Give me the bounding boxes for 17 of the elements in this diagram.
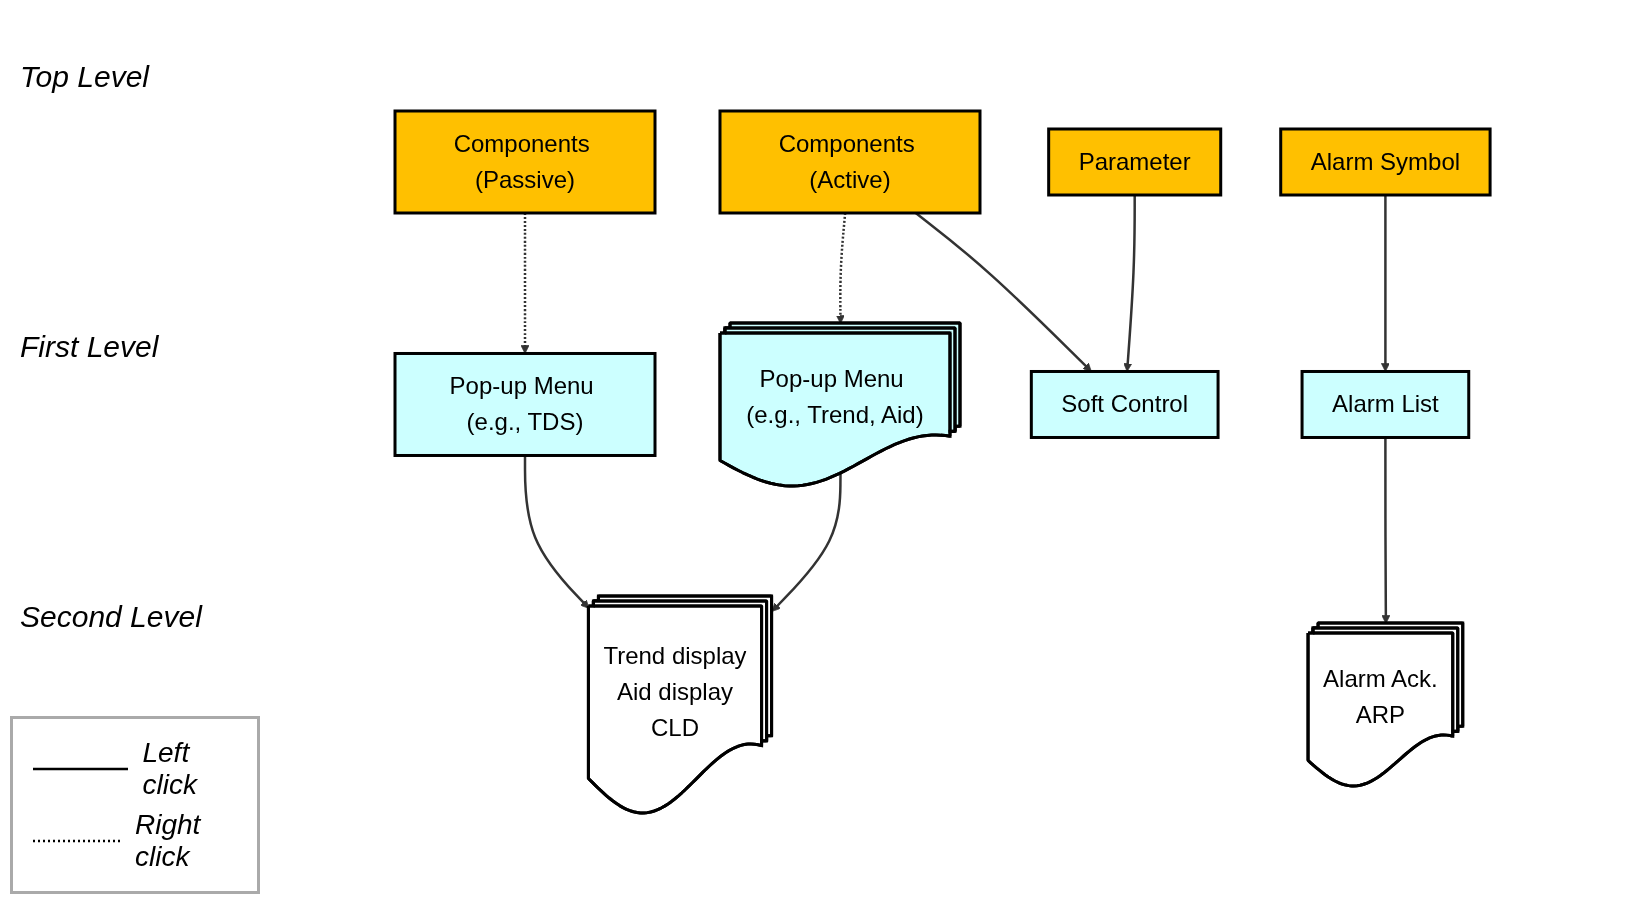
arrow xyxy=(523,455,590,609)
arrow xyxy=(771,473,842,612)
level-label: Top Level xyxy=(20,60,149,94)
level-label: Second Level xyxy=(20,600,202,634)
node-box: Alarm Symbol xyxy=(1279,127,1492,197)
legend-label: Left click xyxy=(142,737,199,801)
arrow xyxy=(1380,195,1390,372)
node-box: Components (Active) xyxy=(718,109,982,215)
node-box: Components (Passive) xyxy=(393,109,657,215)
node-box: Pop-up Menu (e.g., TDS) xyxy=(393,352,657,457)
arrow xyxy=(1123,195,1136,372)
node-box: Alarm List xyxy=(1300,370,1471,439)
arrow xyxy=(1381,437,1391,624)
node-box: Soft Control xyxy=(1029,370,1220,439)
level-label: First Level xyxy=(20,330,159,364)
legend-label: Right click xyxy=(134,809,202,873)
node-box: Parameter xyxy=(1047,127,1223,197)
